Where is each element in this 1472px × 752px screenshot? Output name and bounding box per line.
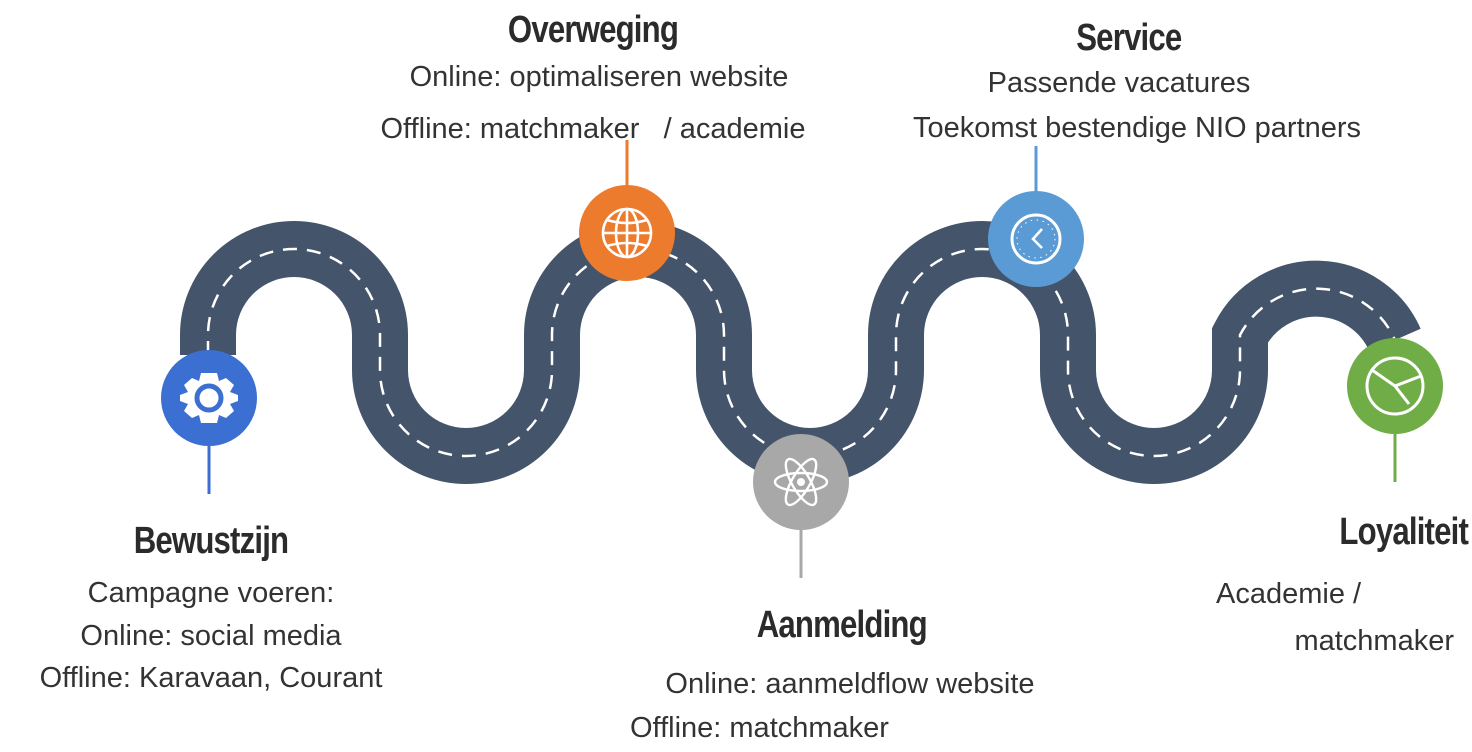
- stage-line: Academie /: [1216, 578, 1362, 610]
- atom-icon: [773, 457, 829, 507]
- gear-icon: [180, 373, 238, 423]
- stage-line: Online: social media: [80, 620, 342, 652]
- stage-title: Bewustzijn: [133, 520, 289, 562]
- stage-aanmelding: Aanmelding Online: aanmeldflow website O…: [610, 603, 1090, 752]
- stage-bewustzijn: Bewustzijn Campagne voeren: Online: soci…: [6, 519, 416, 698]
- stage-title: Service: [1076, 17, 1182, 59]
- stage-title: Loyaliteit: [1339, 511, 1468, 553]
- stage-line: Offline: Karavaan, Courant: [39, 662, 383, 694]
- stage-line: Online: optimaliseren website: [409, 61, 789, 93]
- globe-icon: [601, 207, 653, 259]
- stage-title: Overweging: [507, 9, 679, 51]
- stage-line: Campagne voeren:: [87, 577, 335, 609]
- pie-chart-icon: [1365, 356, 1425, 416]
- stage-line: Toekomst bestendige NIO partners: [912, 112, 1362, 144]
- stage-loyaliteit: Loyaliteit Academie / matchmaker: [1200, 510, 1469, 666]
- stage-node-service: [988, 191, 1084, 287]
- stage-line: Offline: matchmaker: [630, 712, 889, 744]
- clock-icon: [1010, 213, 1062, 265]
- stage-line: Offline: matchmaker / academie: [380, 113, 806, 145]
- stage-title: Aanmelding: [756, 604, 928, 646]
- stage-service: Service Passende vacatures Toekomst best…: [862, 16, 1412, 150]
- stage-node-bewustzijn: [161, 350, 257, 446]
- stage-line: Passende vacatures: [987, 67, 1251, 99]
- stage-line: Online: aanmeldflow website: [665, 668, 1035, 700]
- stage-node-loyaliteit: [1347, 338, 1443, 434]
- stage-node-aanmelding: [753, 434, 849, 530]
- stage-node-overweging: [579, 185, 675, 281]
- stage-overweging: Overweging Online: optimaliseren website…: [333, 8, 853, 152]
- lane-markings: [206, 247, 1397, 458]
- road: [177, 218, 1424, 487]
- stage-line: matchmaker: [1294, 625, 1454, 657]
